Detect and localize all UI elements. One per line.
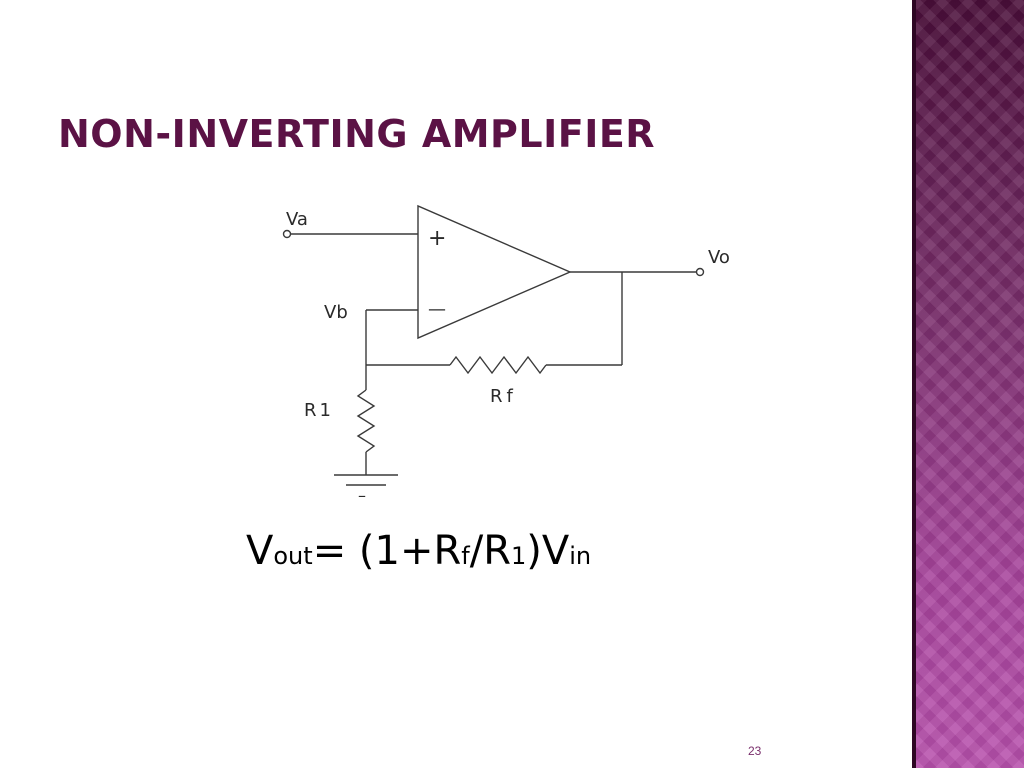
ground-mark: – bbox=[358, 486, 366, 505]
decorative-side-band bbox=[912, 0, 1024, 768]
plus-sign: + bbox=[428, 226, 446, 251]
input-terminal-va bbox=[282, 229, 292, 239]
resistor-rf bbox=[449, 355, 547, 375]
label-va: Va bbox=[286, 209, 308, 230]
slide-title: NON-INVERTING AMPLIFIER bbox=[58, 112, 656, 156]
op-amp-triangle bbox=[417, 204, 572, 340]
side-band-edge bbox=[912, 0, 916, 768]
label-vb: Vb bbox=[324, 302, 348, 323]
gain-formula: Vout= (1+Rf/R1)Vin bbox=[246, 528, 592, 574]
minus-sign: — bbox=[428, 299, 446, 320]
output-terminal-vo bbox=[695, 267, 705, 277]
label-vo: Vo bbox=[708, 247, 730, 268]
page-number: 23 bbox=[748, 744, 762, 758]
resistor-r1 bbox=[356, 389, 376, 453]
